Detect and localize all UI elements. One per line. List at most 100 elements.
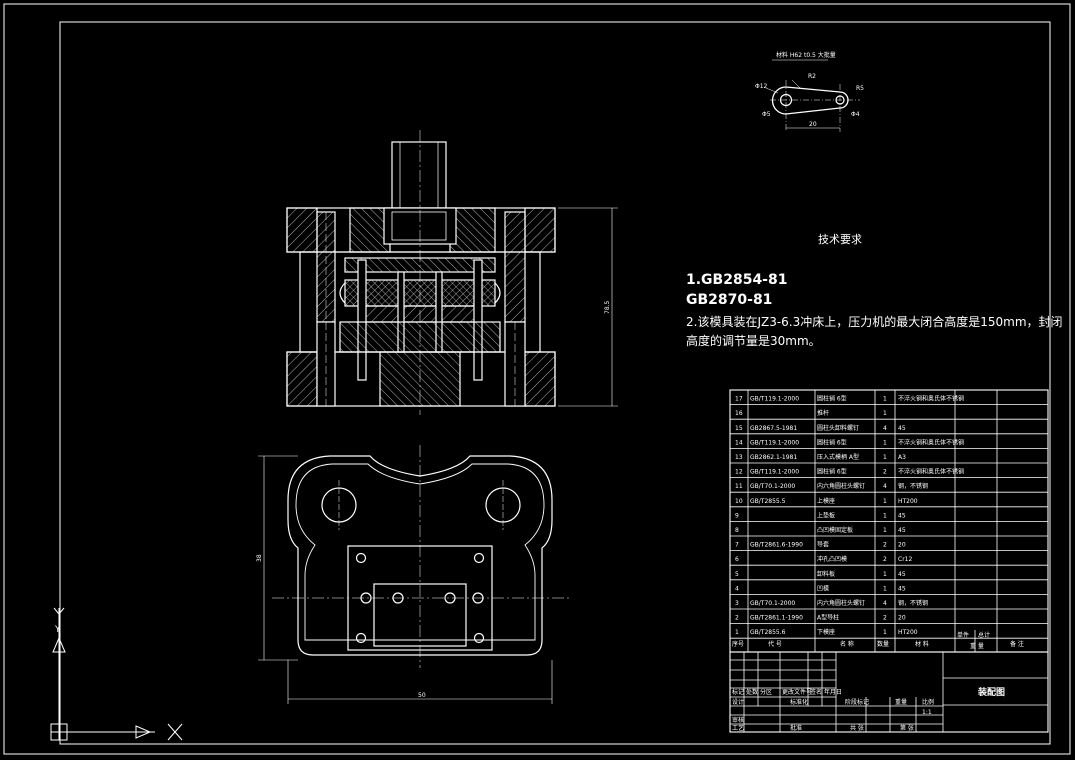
bom-cell-no: 1 xyxy=(735,629,739,636)
tb-weight: 重量 xyxy=(895,698,907,706)
requirements-line-2: GB2870-81 xyxy=(686,292,772,308)
bom-cell-name: 下模座 xyxy=(817,628,835,636)
bom-cell-code: GB/T119.1-2000 xyxy=(750,469,799,476)
bom-cell-name: 上模座 xyxy=(817,497,835,505)
bom-cell-qty: 4 xyxy=(883,425,887,432)
bom-cell-qty: 2 xyxy=(883,615,887,622)
plan-width-dim: 50 xyxy=(418,692,426,699)
tb-design: 设计 xyxy=(732,698,744,706)
detail-dia-12: Φ12 xyxy=(755,83,768,90)
drawing-frame xyxy=(59,21,1051,745)
sheet-border xyxy=(3,3,1071,755)
tb-standard: 标准化 xyxy=(790,698,808,706)
bom-cell-name: 推杆 xyxy=(817,409,829,417)
bom-cell-qty: 4 xyxy=(883,483,887,490)
bom-cell-mat: 不淬火钢和奥氏体不锈钢 xyxy=(898,395,964,403)
bom-cell-code: GB/T2861.6-1990 xyxy=(750,542,803,549)
bom-cell-name: 圆柱销 6型 xyxy=(817,438,847,446)
bom-cell-name: 压入式模柄 A型 xyxy=(817,453,859,461)
bom-cell-qty: 2 xyxy=(883,556,887,563)
cursor-crosshair-icon xyxy=(167,723,183,741)
bom-cell-qty: 2 xyxy=(883,542,887,549)
tb-sheets: 共 张 xyxy=(850,724,864,732)
tb-scale-value: 1:1 xyxy=(922,709,932,716)
bom-cell-code: GB/T119.1-2000 xyxy=(750,396,799,403)
tb-count: 处数 xyxy=(746,688,758,696)
bom-cell-no: 14 xyxy=(735,439,743,446)
bom-cell-name: 圆柱销 6型 xyxy=(817,468,847,476)
bom-cell-qty: 1 xyxy=(883,410,887,417)
bom-cell-name: 卸料板 xyxy=(817,570,835,578)
bom-cell-name: 内六角圆柱头螺钉 xyxy=(817,482,865,490)
bom-cell-no: 5 xyxy=(735,571,739,578)
bom-header-code: 代 号 xyxy=(768,640,782,648)
bom-cell-qty: 2 xyxy=(883,469,887,476)
bom-cell-mat: 20 xyxy=(898,542,906,549)
bom-header-no: 序号 xyxy=(732,640,744,648)
bom-cell-name: 凸凹模固定板 xyxy=(817,526,853,534)
tb-process: 工艺 xyxy=(732,724,744,732)
tb-mark: 标记 xyxy=(732,688,744,696)
bom-cell-mat: Cr12 xyxy=(898,556,912,563)
bom-cell-no: 13 xyxy=(735,454,743,461)
bom-cell-code: GB2867.5-1981 xyxy=(750,425,797,432)
tb-date: 年月日 xyxy=(824,688,842,696)
bom-cell-mat: HT200 xyxy=(898,629,918,636)
bom-cell-mat: 45 xyxy=(898,571,906,578)
detail-r5: R5 xyxy=(856,85,864,92)
bom-cell-qty: 1 xyxy=(883,498,887,505)
bom-cell-mat: 45 xyxy=(898,585,906,592)
bom-cell-name: 导套 xyxy=(817,541,829,549)
bom-cell-no: 9 xyxy=(735,512,739,519)
bom-cell-qty: 1 xyxy=(883,527,887,534)
tb-sign: 签名 xyxy=(810,688,822,696)
requirements-line-4: 高度的调节量是30mm。 xyxy=(686,333,821,348)
bom-cell-no: 3 xyxy=(735,600,739,607)
bom-cell-qty: 1 xyxy=(883,571,887,578)
bom-cell-mat: 不淬火钢和奥氏体不锈钢 xyxy=(898,468,964,476)
bom-header-total: 总计 xyxy=(978,631,990,639)
tb-scale: 比例 xyxy=(922,698,934,706)
bom-cell-name: 凹模 xyxy=(817,584,829,592)
bom-cell-mat: A3 xyxy=(898,454,906,461)
bom-cell-no: 17 xyxy=(735,396,743,403)
bom-header-note: 备 注 xyxy=(1010,640,1024,648)
plan-view xyxy=(258,445,572,704)
bom-cell-mat: 钢，不锈钢 xyxy=(898,599,928,607)
bom-cell-qty: 1 xyxy=(883,585,887,592)
section-view xyxy=(286,130,618,415)
bom-cell-code: GB/T70.1-2000 xyxy=(750,483,795,490)
tb-review: 审核 xyxy=(732,716,744,724)
bom-cell-mat: 45 xyxy=(898,425,906,432)
tb-stage: 阶段标记 xyxy=(845,698,869,706)
bom-cell-mat: 不淬火钢和奥氏体不锈钢 xyxy=(898,438,964,446)
ucs-y-label: Y xyxy=(54,625,61,635)
bom-cell-name: 内六角圆柱头螺钉 xyxy=(817,599,865,607)
bom-cell-name: 冲孔凸凹模 xyxy=(817,555,847,563)
bom-cell-code: GB/T2861.1-1990 xyxy=(750,615,803,622)
detail-dia-4: Φ4 xyxy=(851,111,860,118)
bom-cell-code: GB/T119.1-2000 xyxy=(750,439,799,446)
bom-cell-qty: 1 xyxy=(883,629,887,636)
bom-header-unit: 单件 xyxy=(957,631,969,639)
bom-cell-qty: 1 xyxy=(883,396,887,403)
detail-dia-5: Φ5 xyxy=(762,111,771,118)
bom-cell-mat: 45 xyxy=(898,512,906,519)
bom-cell-no: 16 xyxy=(735,410,743,417)
bom-cell-mat: 钢，不锈钢 xyxy=(898,482,928,490)
bom-header-weight: 重 量 xyxy=(970,642,984,650)
bom-cell-mat: 20 xyxy=(898,615,906,622)
bom-cell-no: 4 xyxy=(735,585,739,592)
bom-cell-qty: 4 xyxy=(883,600,887,607)
bom-cell-no: 7 xyxy=(735,542,739,549)
bom-cell-code: GB/T2855.6 xyxy=(750,629,786,636)
bom-header-qty: 数量 xyxy=(877,640,889,648)
bom-cell-qty: 1 xyxy=(883,439,887,446)
bom-cell-no: 10 xyxy=(735,498,743,505)
bom-cell-no: 2 xyxy=(735,615,739,622)
requirements-line-1: 1.GB2854-81 xyxy=(686,272,787,288)
bom-cell-mat: 45 xyxy=(898,527,906,534)
bom-cell-name: 圆柱销 6型 xyxy=(817,395,847,403)
